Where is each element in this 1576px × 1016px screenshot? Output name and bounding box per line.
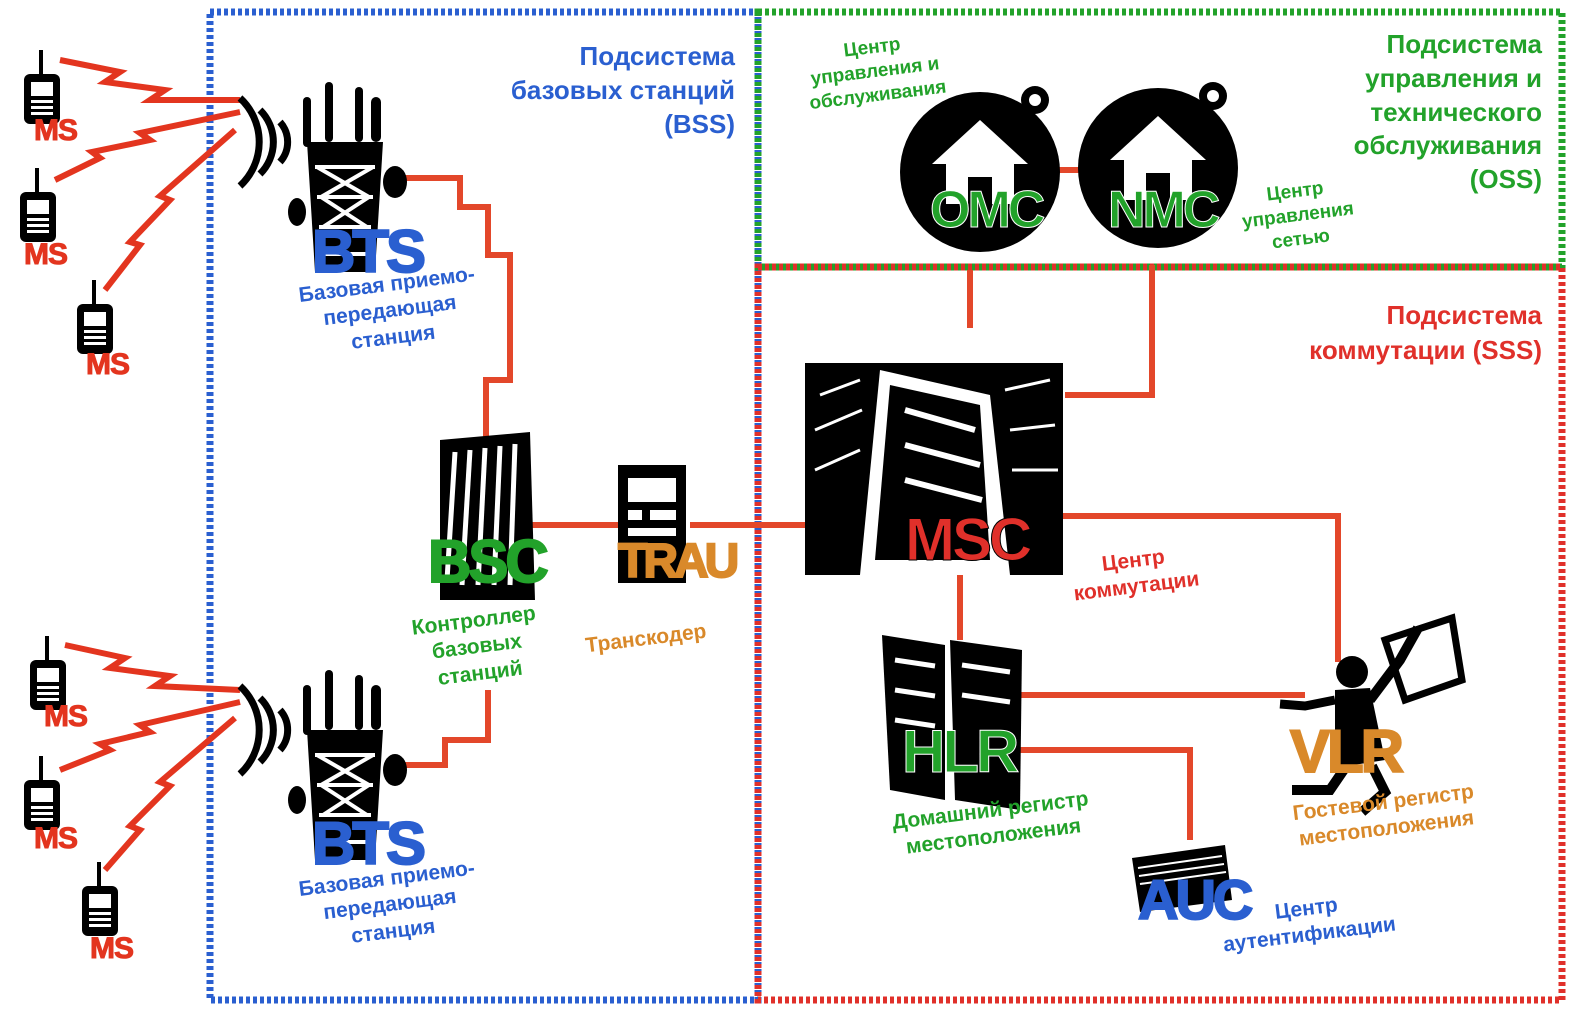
ms-icon [82, 862, 118, 936]
radio-links [53, 57, 241, 872]
trau-device-icon [618, 465, 686, 583]
trau-label: TRAU [617, 535, 740, 588]
oss-title-line: обслуживания [1353, 130, 1542, 161]
link-bts-top-bsc [405, 175, 513, 450]
sss-title: Подсистема коммутации (SSS) [1240, 298, 1542, 368]
ms-label: MS [34, 822, 79, 856]
auc-label: AUC [1137, 868, 1254, 931]
sss-border [754, 263, 1566, 1004]
oss-title: Подсистема управления и технического обс… [1280, 28, 1542, 197]
bsc-label: BSC [427, 528, 550, 595]
link-hlr-auc [1012, 747, 1193, 840]
vlr-visitor-icon [1279, 613, 1466, 816]
bss-title-line: базовых станций [510, 74, 735, 105]
hlr-server-icon [882, 635, 1022, 810]
link-bts-bottom-bsc [405, 690, 491, 768]
bsc-rack-icon [440, 432, 535, 600]
sss-title-line: коммутации (SSS) [1309, 335, 1542, 366]
bss-title: Подсистема базовых станций (BSS) [455, 40, 735, 141]
sss-title-line: Подсистема [1386, 300, 1543, 330]
ms-icon [20, 168, 56, 242]
link-nmc-msc [1065, 265, 1155, 398]
ms-label: MS [34, 114, 79, 148]
ms-icon [24, 50, 60, 124]
ms-label: MS [44, 700, 89, 734]
ms-label: MS [86, 348, 131, 382]
hlr-label: HLR [901, 718, 1019, 785]
links [405, 167, 1341, 840]
ms-icon [24, 756, 60, 830]
oss-border [754, 8, 1566, 271]
ms-label: MS [24, 238, 69, 272]
ms-icon [30, 636, 66, 710]
bts-top-label: BTS [311, 218, 427, 285]
bts-bottom-label: BTS [311, 810, 427, 877]
nmc-label: NMC [1107, 181, 1220, 239]
bss-title-line: Подсистема [579, 41, 736, 71]
ms-label: MS [90, 932, 135, 966]
link-msc-vlr [1058, 513, 1341, 662]
oss-title-line: Подсистема [1386, 29, 1543, 59]
oss-title-line: технического [1370, 96, 1542, 127]
msc-building-icon [805, 363, 1063, 575]
oss-title-line: (OSS) [1469, 164, 1542, 195]
bss-border [206, 8, 762, 1004]
bss-title-line: (BSS) [664, 108, 735, 139]
omc-label: OMC [929, 181, 1045, 239]
vlr-label: VLR [1289, 718, 1405, 785]
auc-documents-icon [1132, 845, 1232, 912]
msc-label: MSC [904, 506, 1032, 573]
oss-title-line: управления и [1365, 62, 1542, 93]
